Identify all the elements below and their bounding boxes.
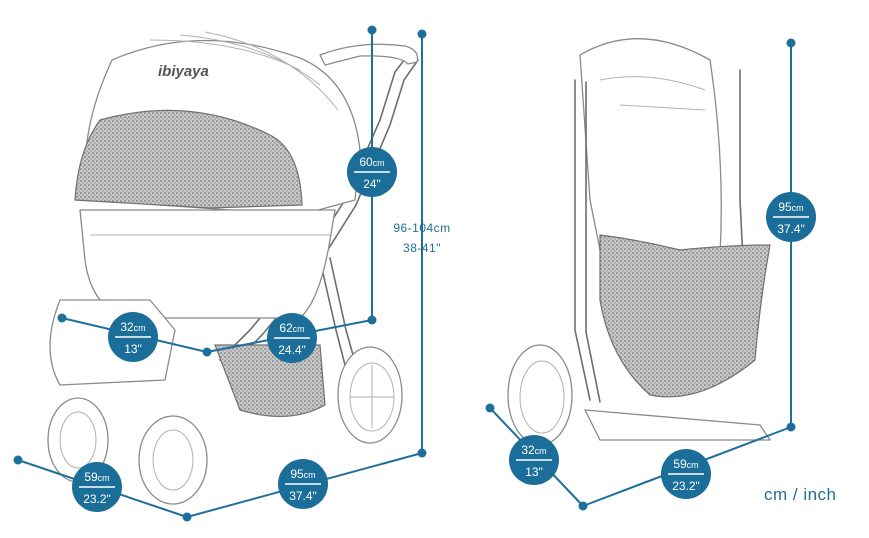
front-depth-cm: 32	[120, 320, 134, 334]
badge-width: 59cm 23.2"	[72, 462, 122, 512]
label-total-height: 96-104cm 38-41"	[393, 221, 450, 255]
front-wheel-right	[138, 415, 208, 505]
rear-wheel	[337, 346, 403, 444]
badge-base-length: 62cm 24.4"	[267, 313, 317, 363]
svg-text:32cm: 32cm	[120, 320, 145, 334]
folded-height-inch: 37.4"	[777, 222, 805, 236]
folded-width-unit: cm	[687, 460, 699, 470]
units-label: cm / inch	[764, 485, 837, 504]
front-depth-inch: 13"	[124, 342, 142, 356]
handle-height-inch: 24"	[363, 177, 381, 191]
handle-height-unit: cm	[373, 158, 385, 168]
width-unit: cm	[98, 473, 110, 483]
handle-height-cm: 60	[359, 155, 373, 169]
badge-length: 95cm 37.4"	[278, 459, 328, 509]
total-height-cm: 96-104cm	[393, 221, 450, 235]
folded-width-cm: 59	[673, 457, 687, 471]
stroller-folded-illustration	[507, 38, 771, 446]
folded-height-cm: 95	[778, 200, 792, 214]
width-inch: 23.2"	[83, 492, 111, 506]
badge-handle-height: 60cm 24"	[347, 147, 397, 197]
badge-folded-width: 59cm 23.2"	[661, 449, 711, 499]
total-height-inch: 38-41"	[403, 241, 441, 255]
stroller-open-illustration: ibiyaya	[47, 31, 419, 505]
folded-depth-cm: 32	[521, 443, 535, 457]
folded-wheel	[507, 344, 573, 446]
folded-depth-inch: 13"	[525, 465, 543, 479]
svg-text:95cm: 95cm	[778, 200, 803, 214]
dimension-endpoints	[13, 25, 796, 522]
brand-logo: ibiyaya	[158, 63, 209, 80]
svg-text:32cm: 32cm	[521, 443, 546, 457]
folded-depth-unit: cm	[535, 446, 547, 456]
badge-folded-depth: 32cm 13"	[509, 435, 559, 485]
svg-text:59cm: 59cm	[673, 457, 698, 471]
length-inch: 37.4"	[289, 489, 317, 503]
svg-text:59cm: 59cm	[84, 470, 109, 484]
svg-text:62cm: 62cm	[279, 321, 304, 335]
width-cm: 59	[84, 470, 98, 484]
badge-front-depth: 32cm 13"	[108, 312, 158, 362]
folded-width-inch: 23.2"	[672, 479, 700, 493]
base-length-inch: 24.4"	[278, 343, 306, 357]
svg-text:60cm: 60cm	[359, 155, 384, 169]
base-length-unit: cm	[293, 324, 305, 334]
length-cm: 95	[290, 467, 304, 481]
svg-text:95cm: 95cm	[290, 467, 315, 481]
front-wheel-left	[47, 397, 109, 483]
badge-folded-height: 95cm 37.4"	[766, 192, 816, 242]
base-length-cm: 62	[279, 321, 293, 335]
folded-height-unit: cm	[792, 203, 804, 213]
front-depth-unit: cm	[134, 323, 146, 333]
length-unit: cm	[304, 470, 316, 480]
